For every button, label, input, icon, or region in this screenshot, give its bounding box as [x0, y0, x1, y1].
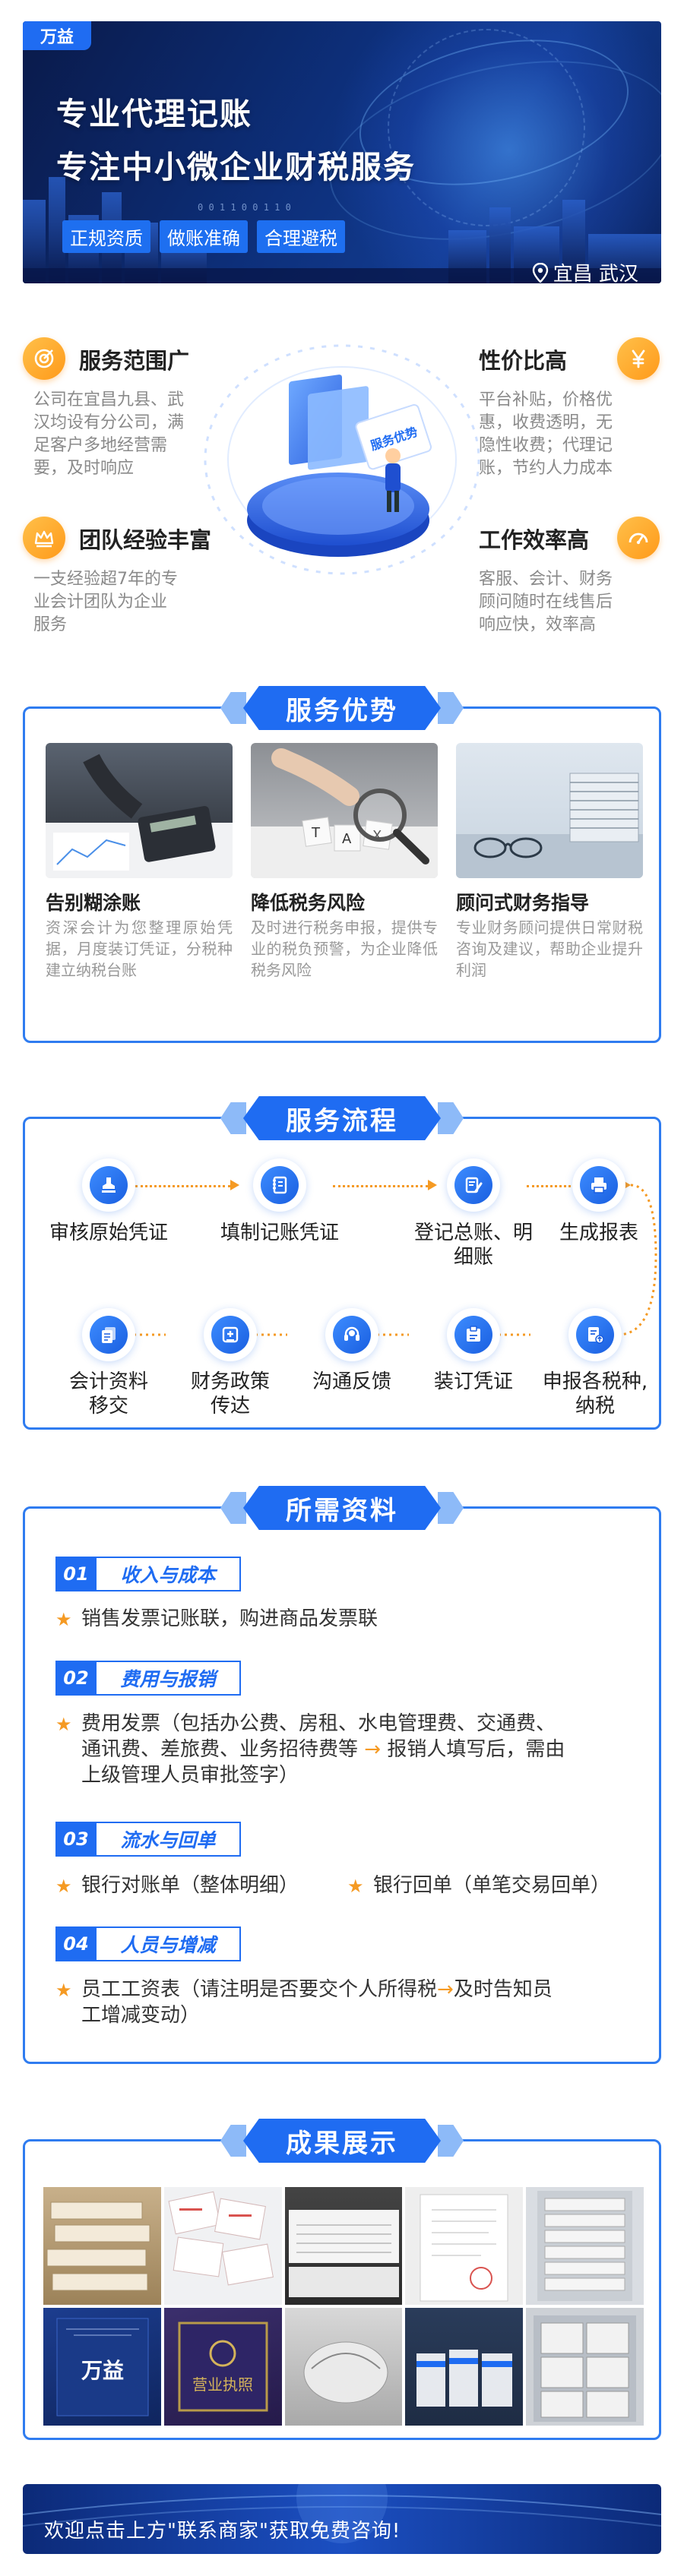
- hero-banner: 万益 专业代理记账 专注中小微企业财税服务 0 0 1 1 0 0 1 1 0 …: [23, 21, 661, 283]
- section-title: 所需资料: [220, 1486, 464, 1530]
- advantage-title: 告别糊涂账: [46, 892, 141, 914]
- feature-desc: 平台补贴，价格优惠，收费透明，无隐性收费；代理记账，节约人力成本: [479, 390, 613, 478]
- material-text: 员工工资表（请注明是否要交个人所得税→及时告知员 工增减变动）: [81, 1978, 553, 2027]
- star-icon: ★: [55, 1980, 72, 2001]
- tax-magnifier-photo: T A X: [251, 743, 438, 878]
- result-photo: [43, 2187, 161, 2305]
- banner-tags: 正规资质 做账准确 合理避税: [62, 220, 345, 253]
- banner-subtitle: 专注中小微企业财税服务: [56, 149, 416, 185]
- section-title: 服务流程: [220, 1096, 464, 1140]
- headset-icon: [325, 1308, 378, 1361]
- banner-tag: 正规资质: [62, 220, 150, 253]
- material-section-header: 01 收入与成本: [55, 1557, 241, 1591]
- certificate-logo-text: 万益: [81, 2358, 124, 2383]
- result-photo: [284, 2308, 403, 2426]
- materials-panel: 所需资料 01 收入与成本 ★ 销售发票记账联，购进商品发票联 02 费用与报销…: [23, 1486, 661, 2064]
- banner-tag: 合理避税: [257, 220, 345, 253]
- material-section-header: 04 人员与增减: [55, 1926, 241, 1961]
- banner-tag: 做账准确: [160, 220, 248, 253]
- feature-desc: 公司在宜昌九县、武汉均设有分公司，满足客户多地经营需要，及时响应: [33, 390, 185, 478]
- certificate-text: 营业执照: [192, 2375, 253, 2394]
- step-label: 财务政策传达: [190, 1370, 270, 1418]
- footer-banner: 欢迎点击上方"联系商家"获取免费咨询!: [23, 2484, 661, 2554]
- advantage-title: 降低税务风险: [251, 892, 366, 914]
- advantages-panel: 服务优势 T A X: [23, 686, 661, 1043]
- declare-icon: [568, 1308, 622, 1361]
- feature-title: 性价比高: [479, 348, 568, 374]
- section-title: 成果展示: [220, 2119, 464, 2163]
- policy-icon: [204, 1308, 257, 1361]
- service-advantage-illustration: 服务优势: [204, 344, 480, 575]
- result-photo: [526, 2187, 644, 2305]
- location-label: 宜昌 武汉: [532, 258, 638, 283]
- footer-text: 欢迎点击上方"联系商家"获取免费咨询!: [44, 2520, 401, 2543]
- result-photo: [163, 2187, 282, 2305]
- result-photo: [526, 2308, 644, 2426]
- star-icon: ★: [347, 1876, 364, 1897]
- process-panel: 服务流程: [23, 1096, 661, 1430]
- arrow-right-icon: →: [437, 1978, 454, 2001]
- feature-desc: 客服、会计、财务顾问随时在线售后响应快，效率高: [479, 570, 613, 634]
- brand-logo: 万益: [23, 21, 91, 50]
- material-text: 银行对账单（整体明细）: [81, 1874, 299, 1897]
- step-label: 审核原始凭证: [49, 1222, 168, 1244]
- advantage-desc: 及时进行税务申报，提供专业的税负预警，为企业降低税务风险: [251, 918, 438, 979]
- glasses-folders-photo: [456, 743, 643, 878]
- location-text: 宜昌 武汉: [553, 263, 638, 283]
- step-label: 申报各税种,纳税: [542, 1370, 648, 1418]
- calculator-photo: [46, 743, 233, 878]
- step-label: 装订凭证: [433, 1370, 513, 1393]
- results-panel: 成果展示 万益 营业执照: [23, 2119, 661, 2440]
- material-text: 银行回单（单笔交易回单）: [373, 1874, 611, 1897]
- advantage-desc: 专业财务顾问提供日常财税咨询及建议，帮助企业提升利润: [456, 918, 643, 979]
- step-label: 会计资料移交: [68, 1370, 148, 1418]
- location-pin-icon: [532, 262, 548, 283]
- star-icon: ★: [55, 1609, 72, 1630]
- banner-code: 0 0 1 1 0 0 1 1 0: [198, 202, 291, 213]
- feature-title: 团队经验丰富: [79, 527, 212, 553]
- printer-icon: [572, 1158, 625, 1212]
- feature-desc: 一支经验超7年的专业会计团队为企业服务: [33, 570, 178, 634]
- yen-icon: [617, 337, 660, 380]
- notebook-icon: [253, 1158, 306, 1212]
- arrow-right-icon: →: [364, 1738, 382, 1761]
- documents-icon: [82, 1308, 135, 1361]
- svg-text:A: A: [342, 831, 352, 847]
- step-label: 填制记账凭证: [220, 1222, 339, 1244]
- star-icon: ★: [55, 1714, 72, 1735]
- material-section-header: 02 费用与报销: [55, 1661, 241, 1696]
- target-icon: [23, 337, 65, 380]
- ledger-icon: [447, 1158, 500, 1212]
- advantage-desc: 资深会计为您整理原始凭据，月度装订凭证，分税种建立纳税台账: [46, 918, 233, 979]
- star-icon: ★: [55, 1876, 72, 1897]
- material-text: 销售发票记账联，购进商品发票联: [81, 1607, 378, 1630]
- step-label: 生成报表: [559, 1222, 638, 1244]
- stamp-icon: [82, 1158, 135, 1212]
- banner-title: 专业代理记账: [56, 96, 252, 132]
- result-photo: 万益: [43, 2308, 161, 2426]
- result-photo: [405, 2308, 524, 2426]
- step-label: 沟通反馈: [312, 1370, 391, 1393]
- speedometer-icon: [617, 517, 660, 559]
- step-label: 登记总账、明细账: [413, 1222, 533, 1269]
- crown-icon: [23, 517, 65, 559]
- result-photo: 营业执照: [163, 2308, 282, 2426]
- material-text: 费用发票（包括办公费、房租、水电管理费、交通费、 通讯费、差旅费、业务招待费等 …: [81, 1712, 565, 1787]
- binder-icon: [447, 1308, 500, 1361]
- svg-text:T: T: [311, 825, 321, 841]
- results-gallery: 万益 营业执照: [43, 2187, 644, 2426]
- material-section-header: 03 流水与回单: [55, 1822, 241, 1857]
- feature-title: 工作效率高: [479, 527, 590, 553]
- result-photo: [284, 2187, 403, 2305]
- feature-title: 服务范围广: [79, 348, 190, 374]
- section-title: 服务优势: [220, 686, 464, 730]
- advantage-title: 顾问式财务指导: [456, 892, 590, 914]
- result-photo: [405, 2187, 524, 2305]
